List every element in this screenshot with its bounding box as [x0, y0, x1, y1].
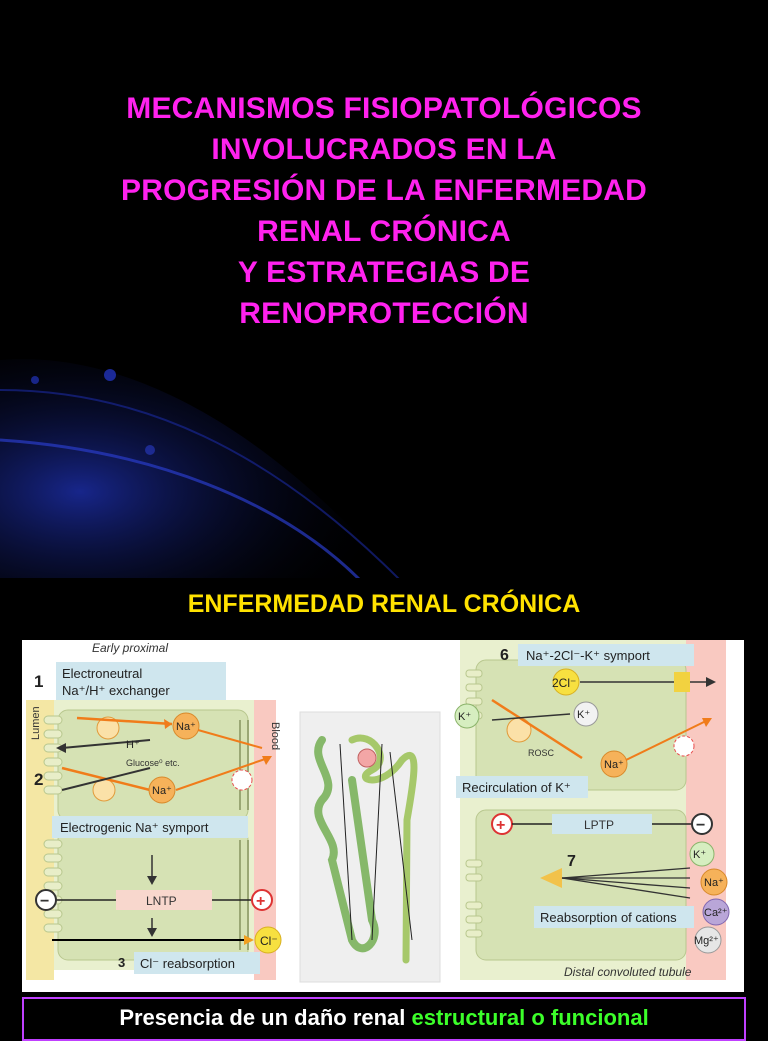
lntp-label: LNTP [146, 894, 177, 908]
step1-line2: Na⁺/H⁺ exchanger [62, 683, 170, 698]
kidney-transport-figure: Early proximal Lumen Blood 1 Electroneut… [22, 640, 744, 992]
step7-number: 7 [567, 853, 576, 870]
k-ion-label: K⁺ [693, 849, 706, 861]
minus-label: − [40, 893, 49, 910]
ca-ion-label: Ca²⁺ [704, 907, 728, 919]
cl-ion [254, 926, 282, 954]
title-line: RENAL CRÓNICA [257, 215, 511, 248]
negative-charge-icon [691, 813, 713, 835]
k-ion [689, 841, 715, 867]
right-panel: 6 Na⁺-2Cl⁻-K⁺ symport 2Cl⁻ K⁺ K⁺ ROSC Na… [452, 640, 744, 992]
na-ion-label: Na⁺ [604, 759, 624, 771]
title-area: MECANISMOS FISIOPATOLÓGICOS INVOLUCRADOS… [0, 88, 728, 578]
mg-ion [694, 926, 722, 954]
rosc-label: ROSC [528, 748, 555, 758]
step1-number: 1 [34, 672, 43, 691]
glomerulus-icon [357, 748, 377, 768]
blood-label: Blood [269, 722, 281, 750]
step3-label: Cl⁻ reabsorption [140, 956, 235, 971]
step6-box [518, 644, 694, 666]
lntp-box [116, 890, 212, 910]
title-line: RENOPROTECCIÓN [239, 297, 529, 330]
cl-ion-label: Cl⁻ [260, 934, 278, 948]
definition-banner: Presencia de un daño renal estructural o… [22, 997, 746, 1041]
h-ion-label: H⁺ [126, 739, 140, 751]
ca-ion [702, 898, 730, 926]
section-subtitle: ENFERMEDAD RENAL CRÓNICA [187, 590, 581, 618]
pump-icon [673, 735, 695, 757]
left-panel: Early proximal Lumen Blood 1 Electroneut… [22, 640, 290, 992]
title-line: PROGRESIÓN DE LA ENFERMEDAD [121, 174, 647, 207]
definition-highlight: estructural o funcional [411, 1005, 649, 1030]
na-ion [172, 712, 200, 740]
na-ion-label: Na⁺ [176, 721, 196, 733]
minus-label: − [696, 817, 705, 834]
plus-label: + [256, 893, 265, 910]
lptp-label: LPTP [584, 818, 614, 832]
step3-box [134, 952, 260, 974]
na-ion [148, 776, 176, 804]
lptp-box [552, 814, 652, 834]
na-ion-label: Na⁺ [152, 785, 172, 797]
k-ion [454, 703, 480, 729]
negative-charge-icon [35, 889, 57, 911]
channel-icon [674, 672, 690, 692]
nephron-panel [299, 711, 441, 983]
recirculation-label: Recirculation of K⁺ [462, 780, 571, 795]
exchanger-icon [96, 716, 120, 740]
step2-label: Electrogenic Na⁺ symport [60, 820, 209, 835]
title-line: INVOLUCRADOS EN LA [211, 133, 557, 166]
pump-icon [231, 769, 253, 791]
plus-label: + [496, 817, 505, 834]
glucose-label: Glucose⁰ etc. [126, 758, 180, 768]
cations-box [534, 906, 694, 928]
paracellular-icon [540, 868, 562, 888]
na-ion-label: Na⁺ [704, 877, 724, 889]
slide-title: MECANISMOS FISIOPATOLÓGICOS INVOLUCRADOS… [40, 88, 728, 334]
step2-number: 2 [34, 770, 43, 789]
title-line: Y ESTRATEGIAS DE [237, 256, 531, 289]
title-line: MECANISMOS FISIOPATOLÓGICOS [126, 92, 642, 125]
step6-label: Na⁺-2Cl⁻-K⁺ symport [526, 648, 650, 663]
early-proximal-caption: Early proximal [92, 641, 168, 655]
k-ion [573, 701, 599, 727]
lumen-label: Lumen [30, 706, 42, 740]
decorative-swoosh [0, 359, 400, 578]
positive-charge-icon [251, 889, 273, 911]
cl-ion [552, 668, 580, 696]
figure-svg: Early proximal Lumen Blood 1 Electroneut… [22, 640, 744, 992]
k-ion-label: K⁺ [577, 709, 590, 721]
recirculation-box [456, 776, 588, 798]
step2-box [52, 816, 248, 838]
step1-box [56, 662, 226, 700]
proximal-tubule-icon [314, 736, 379, 953]
mg-ion-label: Mg²⁺ [694, 935, 719, 947]
definition-text: Presencia de un daño renal [119, 1005, 412, 1030]
step6-number: 6 [500, 647, 509, 664]
step3-number: 3 [118, 955, 125, 970]
distal-caption: Distal convoluted tubule [564, 965, 692, 979]
two-cl-label: 2Cl⁻ [552, 676, 576, 690]
na-ion [700, 868, 728, 896]
cations-label: Reabsorption of cations [540, 910, 677, 925]
k-ion-label: K⁺ [458, 711, 471, 723]
na-ion [600, 750, 628, 778]
step1-line1: Electroneutral [62, 666, 142, 681]
